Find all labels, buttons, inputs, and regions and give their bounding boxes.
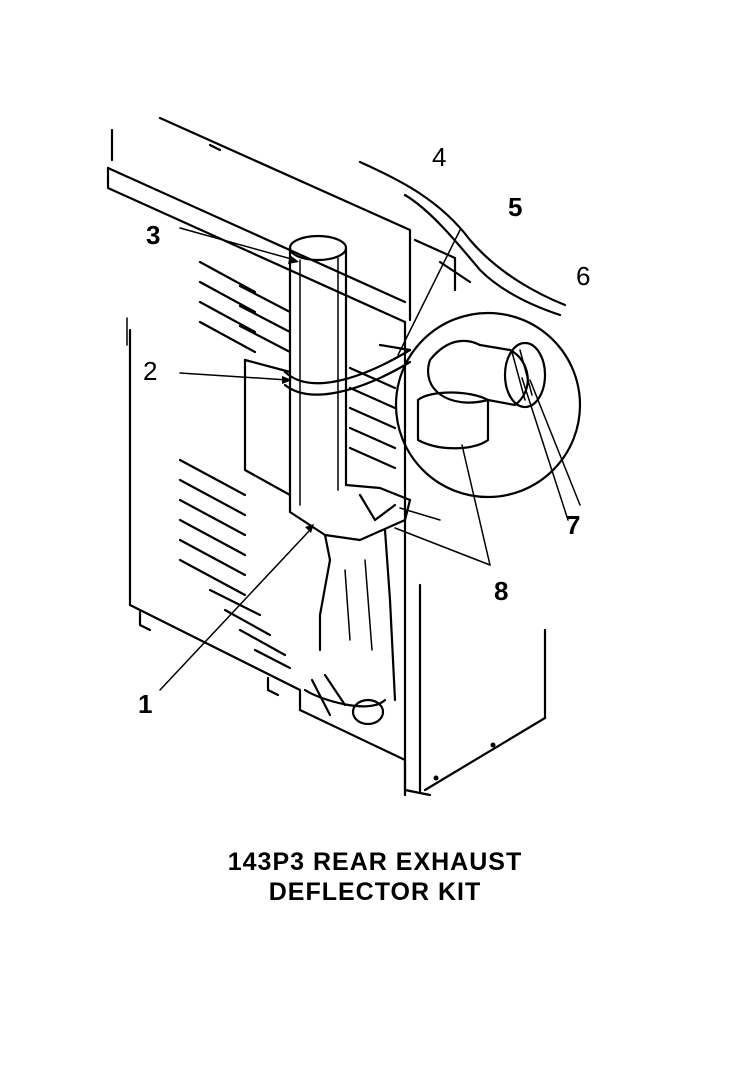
dryer-cabinet bbox=[106, 116, 547, 797]
exhaust-pipe bbox=[283, 234, 412, 726]
callout-8: 8 bbox=[494, 576, 508, 606]
callout-6: 6 bbox=[576, 261, 590, 291]
power-cord bbox=[358, 160, 567, 317]
leader-lines bbox=[159, 227, 581, 691]
callout-1: 1 bbox=[138, 689, 152, 719]
callout-5: 5 bbox=[508, 192, 522, 222]
caption-subtitle: DEFLECTOR KIT bbox=[268, 878, 482, 906]
caption-title: 143P3 REAR EXHAUST bbox=[227, 848, 523, 876]
callout-4: 4 bbox=[432, 142, 446, 172]
callout-2: 2 bbox=[143, 356, 157, 386]
detail-inset bbox=[394, 311, 582, 499]
callout-3: 3 bbox=[146, 220, 160, 250]
callout-7: 7 bbox=[566, 510, 580, 540]
